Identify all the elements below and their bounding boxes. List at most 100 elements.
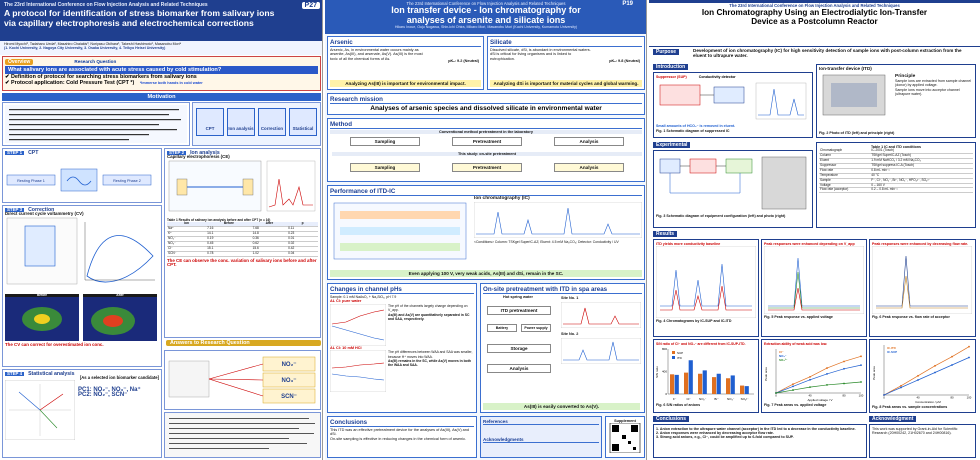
table-cell: 0.11 bbox=[287, 226, 318, 233]
poster2-ack-heading: Acknowledgments bbox=[483, 437, 599, 443]
poster1-authors: Hiromi Myochi¹, Tadaharu Ueda², Masahiro… bbox=[0, 41, 322, 55]
ce-schematic bbox=[168, 161, 316, 212]
table-cell: Ion bbox=[167, 221, 207, 228]
answers-panel: NO₂⁻ NO₃⁻ SCN⁻ bbox=[164, 350, 321, 410]
table-cell: 0.01 bbox=[287, 236, 318, 243]
supplement-label: Supplement bbox=[614, 419, 636, 423]
table-cell: K⁺ bbox=[167, 231, 207, 238]
arsenic-panel: Arsenic Arsenic, As, in environmental wa… bbox=[327, 36, 484, 90]
tick-label: 0 bbox=[883, 396, 885, 400]
table-cell: Na⁺ bbox=[167, 226, 207, 233]
table-cell: p bbox=[287, 221, 318, 228]
bar bbox=[684, 372, 689, 395]
cv-diagram bbox=[6, 218, 155, 285]
flow-analysis-1: Analysis bbox=[554, 137, 624, 146]
tick-label: NO₂⁻ bbox=[699, 397, 707, 401]
data-point bbox=[968, 345, 970, 348]
ph-plot-1 bbox=[330, 303, 386, 346]
table-cell: Eluent bbox=[819, 158, 871, 164]
voltage-response-panel: Peak responses were enhanced depending o… bbox=[761, 239, 867, 337]
table-cell: 0.78 bbox=[206, 251, 252, 257]
ph-text-4: As(III) remains in the SC, while As(V) m… bbox=[388, 359, 471, 368]
poster3-conclusions-panel: 1. Anion extraction to the ultrapure wat… bbox=[653, 424, 867, 458]
onsite-heading: On-site pretreatment with ITD in spa are… bbox=[483, 286, 642, 294]
fig1-caption: Fig. 1 Schematic diagram of suppressed I… bbox=[656, 128, 730, 133]
poster3-conclusions-tag: Conclusions bbox=[653, 416, 690, 422]
chromatogram-plot bbox=[655, 246, 757, 319]
tick-label: 100 bbox=[967, 396, 972, 400]
heatmap-before: Before bbox=[5, 293, 79, 343]
table-cell: 0.23 bbox=[287, 231, 318, 238]
tick-label: 80 bbox=[842, 394, 846, 398]
poster3-title-line2: Device as a Postcolumn Reactor bbox=[751, 17, 878, 26]
table-cell: 0.42 bbox=[287, 246, 318, 252]
poster2-conclusions-panel: Conclusions This ITD was an effective pr… bbox=[327, 416, 477, 458]
cpt-protocol-diagram: Resting Phase 1 Resting Phase 2 bbox=[6, 168, 152, 192]
onsite-panel: On-site pretreatment with ITD in spa are… bbox=[480, 283, 645, 413]
poster1-references-panel bbox=[164, 412, 321, 458]
arsenic-heading: Arsenic bbox=[330, 39, 481, 47]
itd-intro-panel: Ion-transfer device (ITD) Principle Samp… bbox=[816, 64, 976, 138]
data-point bbox=[883, 394, 885, 396]
itd-photo bbox=[822, 74, 886, 116]
suppressor-label: Suppressor (SUP) bbox=[656, 75, 687, 79]
data-point bbox=[917, 374, 919, 377]
arsenic-pka: pKₐ: 9.2 (Neutral) bbox=[448, 59, 479, 63]
poster1-number-badge: P27 bbox=[301, 2, 320, 9]
table-cell: 0.2 – 0.8 mL min⁻¹ bbox=[870, 188, 973, 194]
poster3-conclusion-3: 3. Strong acid anions, e.g., Cl⁻, could … bbox=[656, 435, 794, 440]
method-panel: Method Conventional method pretreatment … bbox=[327, 118, 645, 182]
heatmap-before-label: Before bbox=[5, 293, 79, 298]
data-point bbox=[809, 376, 811, 378]
data-point bbox=[951, 364, 953, 366]
bar bbox=[674, 375, 679, 395]
poster-ion-transfer-device: The 23rd International Conference on Flo… bbox=[325, 0, 647, 460]
motivation-illustration bbox=[5, 105, 187, 143]
principle-item-1: Sample ions are extracted from sample ch… bbox=[895, 79, 972, 88]
al-cl-pure-water: AL Cl: pure water bbox=[330, 299, 362, 304]
al-cl-hcl: AL Cl: 10 mM HCl bbox=[330, 345, 362, 350]
tick-label: SO₄²⁻ bbox=[741, 397, 750, 401]
answer-ion-1: NO₂⁻ bbox=[282, 362, 297, 368]
onsite-highlight: As(III) is easily converted to As(V). bbox=[483, 403, 640, 410]
answers-diagram: NO₂⁻ NO₃⁻ SCN⁻ bbox=[168, 356, 316, 404]
data-point bbox=[809, 379, 811, 381]
bar bbox=[744, 386, 749, 395]
table-cell: F⁻, Cl⁻, NO₂⁻, Br⁻, NO₃⁻, HPO₄²⁻, SO₄²⁻ bbox=[870, 178, 973, 184]
flowrate-response-panel: Peak responses were enhanced by decreasi… bbox=[869, 239, 976, 337]
poster1-conference: The 23rd International Conference on Flo… bbox=[4, 2, 208, 8]
ce-observation-note: The CE can observe the conc. variation o… bbox=[167, 257, 317, 267]
series-line bbox=[775, 356, 862, 394]
protocol-steps-panel: CPT Ion analysis Correction Statistical … bbox=[192, 102, 321, 146]
data-point bbox=[934, 371, 936, 374]
ic-chromatogram bbox=[474, 202, 642, 238]
intro-note: Small amounts of HCO₃⁻ is removed in elu… bbox=[656, 124, 736, 129]
data-point bbox=[809, 386, 811, 389]
table-cell: 0.02 bbox=[287, 241, 318, 247]
conditions-table-title: Table 1 IC and ITD conditions bbox=[870, 145, 922, 149]
performance-panel: Performance of ITD-IC Ion chromatography… bbox=[327, 185, 645, 280]
step2-panel: STEP 2 Ion analysis Capillary electropho… bbox=[164, 148, 321, 338]
site-1-label: Site No. 1 bbox=[561, 296, 579, 300]
site-2-chromatogram bbox=[561, 338, 641, 364]
tick-label: 0 bbox=[665, 392, 667, 396]
data-point bbox=[860, 355, 862, 358]
method-conventional: Conventional method pretreatment in the … bbox=[330, 130, 642, 135]
principle-block: Principle Sample ions are extracted from… bbox=[895, 74, 975, 96]
pc1-result: PC1: NO₂⁻, NO₃⁻, Na⁺ bbox=[78, 387, 141, 394]
series-line bbox=[775, 364, 862, 394]
supplement-qr-code[interactable] bbox=[608, 423, 642, 454]
mission-heading: Research mission bbox=[330, 96, 642, 104]
table-cell: 0 – 160 V bbox=[870, 183, 973, 189]
ph-text-3: The pH differences between WAA and SAA w… bbox=[388, 350, 473, 359]
bar bbox=[740, 385, 745, 395]
legend-swatch bbox=[672, 356, 675, 360]
principle-heading: Principle bbox=[895, 74, 916, 79]
conditions-table-panel: Table 1 IC and ITD conditions Chromatogr… bbox=[816, 142, 976, 228]
flow-pretreatment-1: Pretreatment bbox=[452, 137, 522, 146]
acknowledgment-panel: This work was supported by Grant-in-Aid … bbox=[869, 424, 976, 458]
